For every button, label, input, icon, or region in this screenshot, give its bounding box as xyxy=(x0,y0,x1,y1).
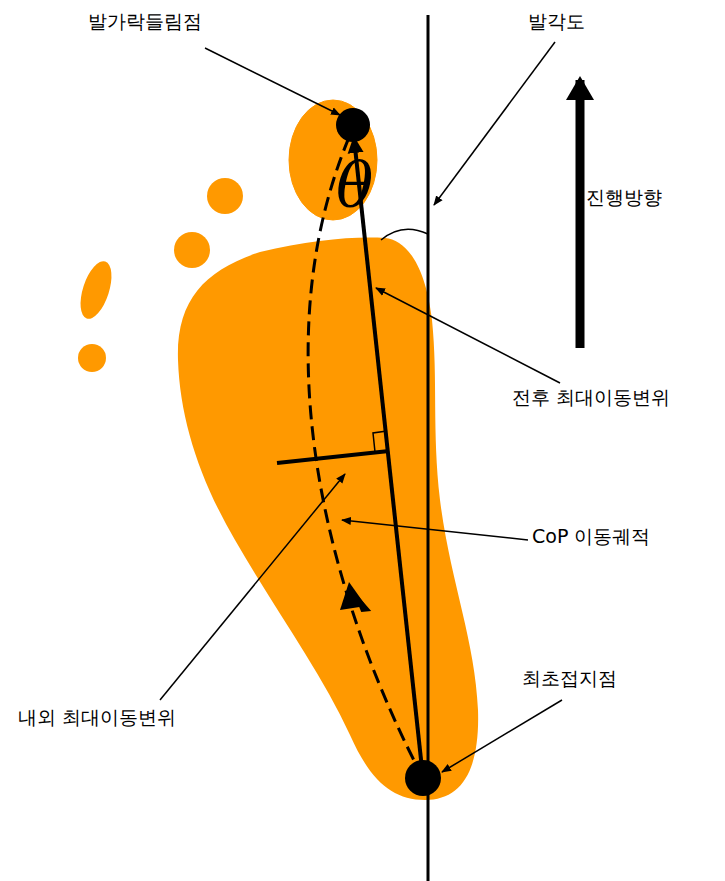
ml-displacement-line xyxy=(277,451,389,463)
toe xyxy=(74,257,117,322)
ap-displacement-label: 전후 최대이동변위 xyxy=(512,386,670,409)
toe-off-point xyxy=(336,108,370,142)
big-toe xyxy=(289,100,377,220)
right-angle-mark xyxy=(373,431,387,452)
toe xyxy=(174,232,210,268)
toe xyxy=(78,344,106,372)
leader-line xyxy=(205,48,340,115)
direction-arrowhead xyxy=(566,76,594,100)
toe xyxy=(207,178,243,214)
cop-label: CoP 이동궤적 xyxy=(532,525,650,548)
cop-arrowhead xyxy=(340,582,366,610)
leader-line xyxy=(342,520,528,540)
toe-off-label: 발가락들림점 xyxy=(88,10,202,33)
leader-line xyxy=(160,474,345,700)
reference-line xyxy=(427,15,430,881)
angle-symbol: θ xyxy=(336,154,373,216)
ml-displacement-label: 내외 최대이동변위 xyxy=(18,706,176,729)
direction-arrow xyxy=(576,80,585,348)
leader-line xyxy=(442,700,562,772)
foot-angle-label: 발각도 xyxy=(528,10,585,33)
initial-contact-point xyxy=(405,760,441,796)
direction-label: 진행방향 xyxy=(586,186,662,209)
leader-line xyxy=(434,42,555,205)
initial-contact-label: 최초접지점 xyxy=(522,667,617,690)
leader-line xyxy=(376,288,560,383)
angle-arc xyxy=(381,229,428,240)
